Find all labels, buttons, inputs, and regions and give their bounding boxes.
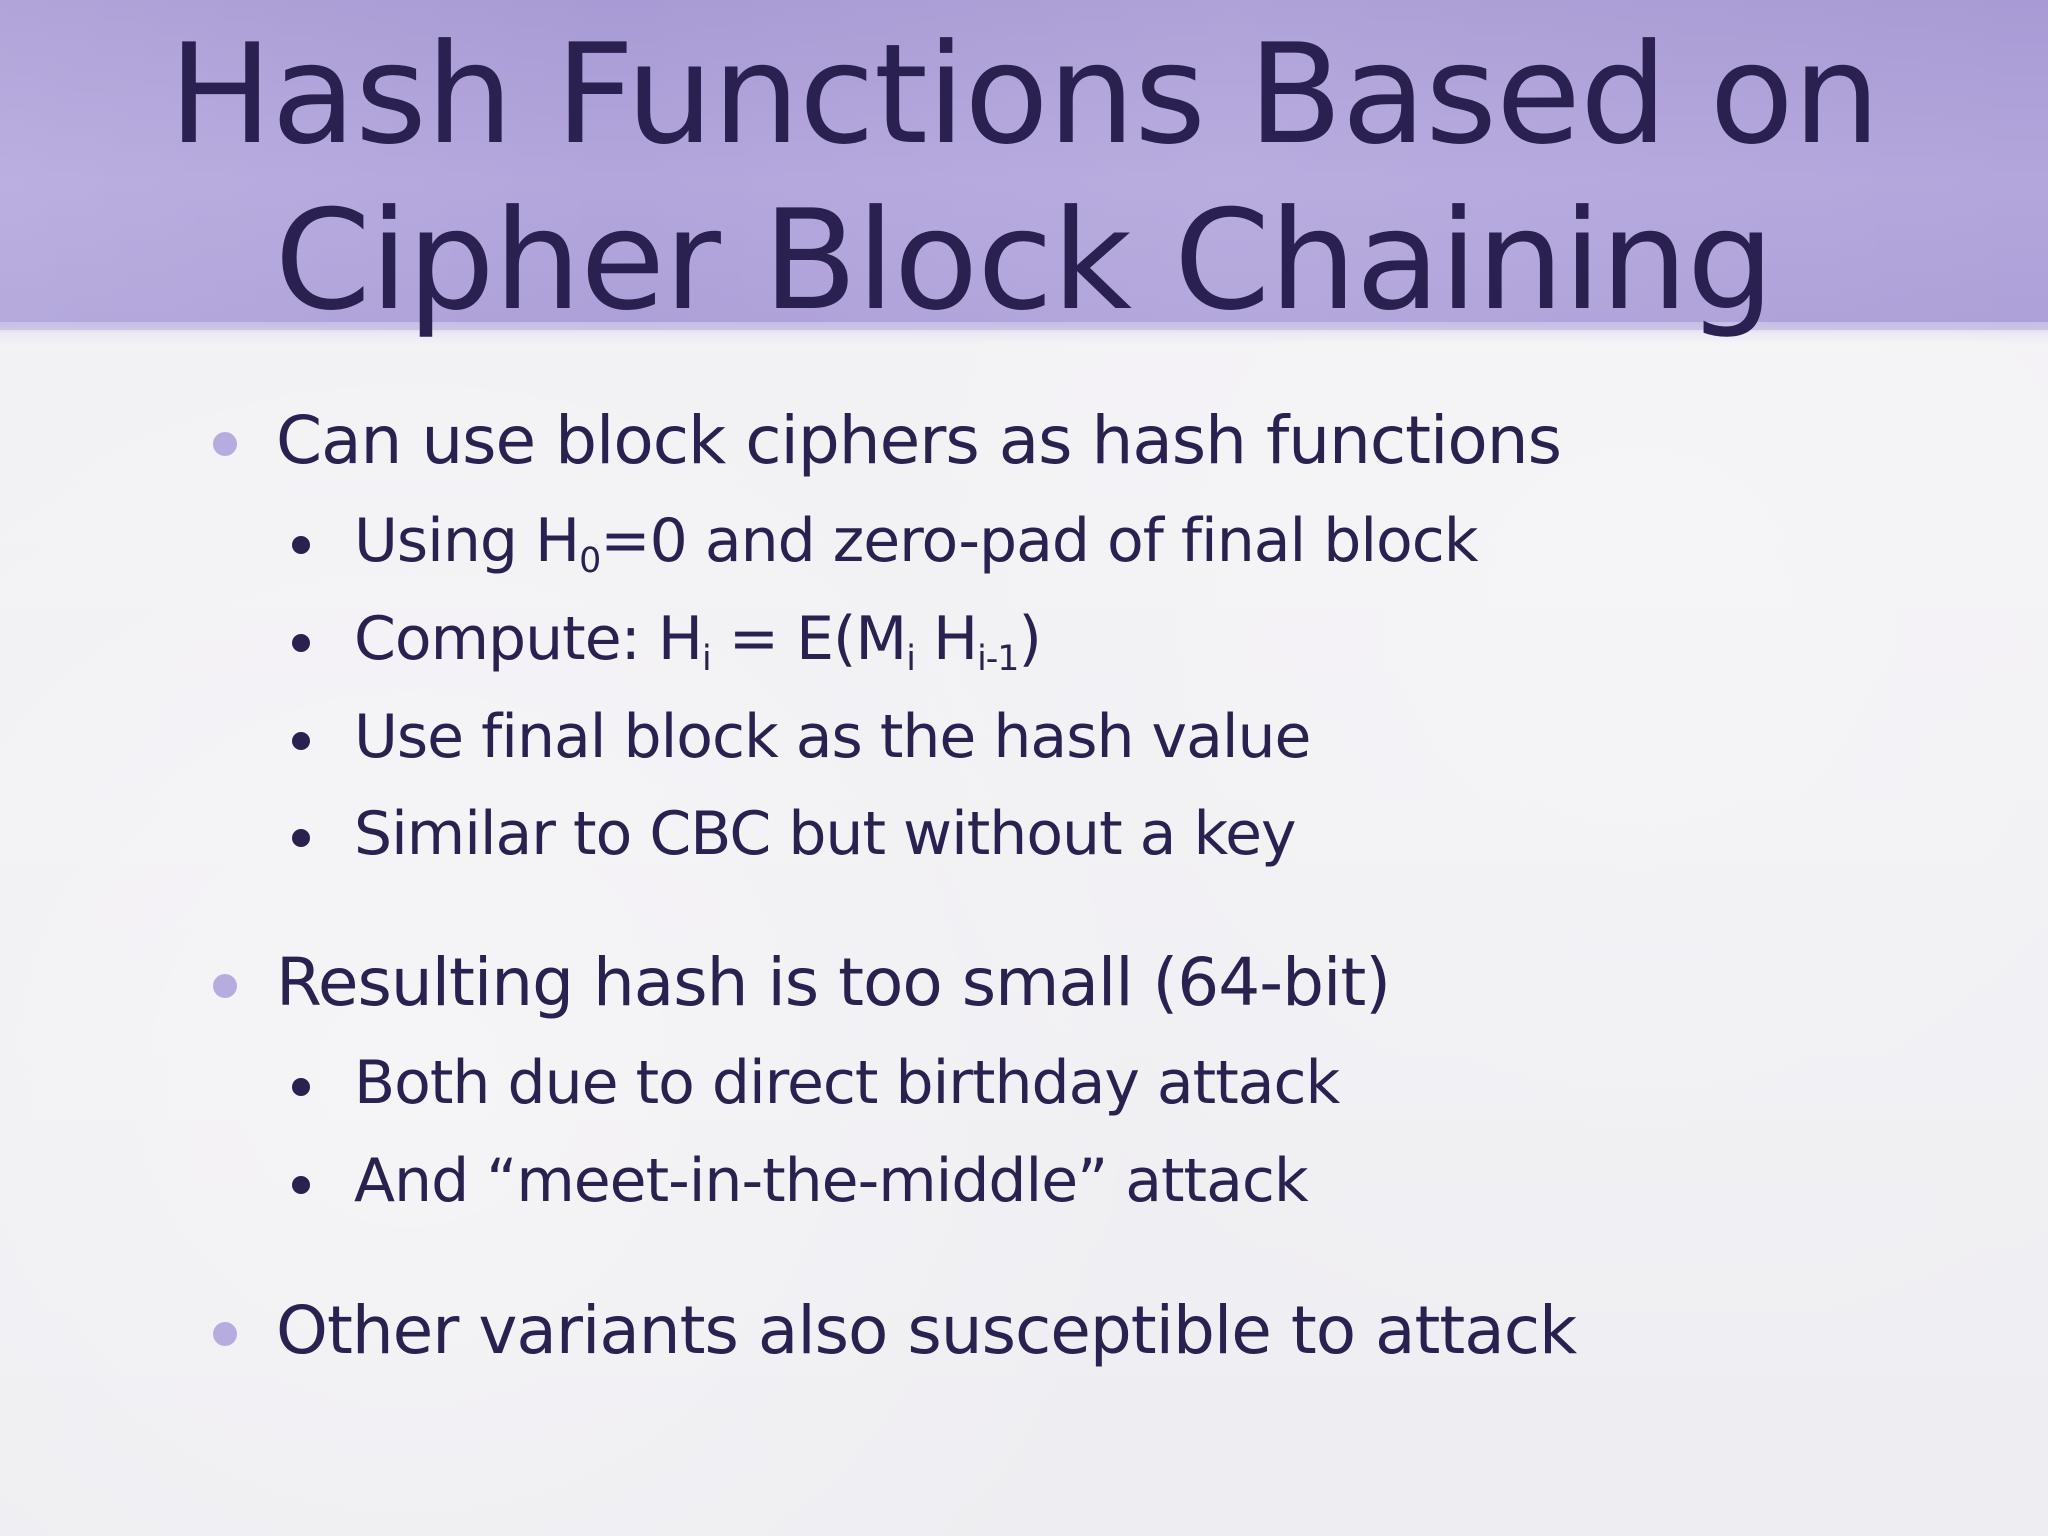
sub-bullet-marker xyxy=(292,536,310,554)
sub-bullet-text: H xyxy=(914,604,978,674)
sub-bullet-marker xyxy=(292,732,310,750)
sub-bullet-marker xyxy=(292,1078,310,1096)
bullet-item: Can use block ciphers as hash functions xyxy=(276,402,1562,479)
subscript: i xyxy=(906,639,916,680)
sub-bullet-item: Similar to CBC but without a key xyxy=(354,799,1297,869)
title-band-edge xyxy=(0,322,2048,344)
subscript: i xyxy=(702,639,712,680)
sub-bullet-item: Compute: Hi = E(Mi Hi-1) xyxy=(354,604,1042,677)
sub-bullet-marker xyxy=(292,1176,310,1194)
bullet-marker xyxy=(213,1322,237,1346)
sub-bullet-text: ) xyxy=(1018,604,1041,674)
sub-bullet-text: =0 and zero-pad of final block xyxy=(600,506,1478,576)
subscript: 0 xyxy=(579,541,601,582)
sub-bullet-item: Both due to direct birthday attack xyxy=(354,1048,1340,1118)
slide-title-line-2: Cipher Block Chaining xyxy=(274,180,1775,341)
bullet-item: Resulting hash is too small (64-bit) xyxy=(276,944,1391,1021)
slide-title-line-1: Hash Functions Based on xyxy=(168,14,1881,175)
sub-bullet-item: Using H0=0 and zero-pad of final block xyxy=(354,506,1478,579)
sub-bullet-text: = E(M xyxy=(710,604,907,674)
sub-bullet-marker xyxy=(292,829,310,847)
bullet-marker xyxy=(213,432,237,456)
sub-bullet-item: Use final block as the hash value xyxy=(354,702,1311,772)
slide-title: Hash Functions Based on Cipher Block Cha… xyxy=(0,12,2048,344)
sub-bullet-text: Compute: H xyxy=(354,604,703,674)
bullet-item: Other variants also susceptible to attac… xyxy=(276,1292,1577,1369)
title-band xyxy=(0,0,2048,330)
sub-bullet-marker xyxy=(292,634,310,652)
subscript: i-1 xyxy=(977,639,1019,680)
bullet-marker xyxy=(213,974,237,998)
sub-bullet-text: Using H xyxy=(354,506,580,576)
sub-bullet-item: And “meet-in-the-middle” attack xyxy=(354,1146,1309,1216)
